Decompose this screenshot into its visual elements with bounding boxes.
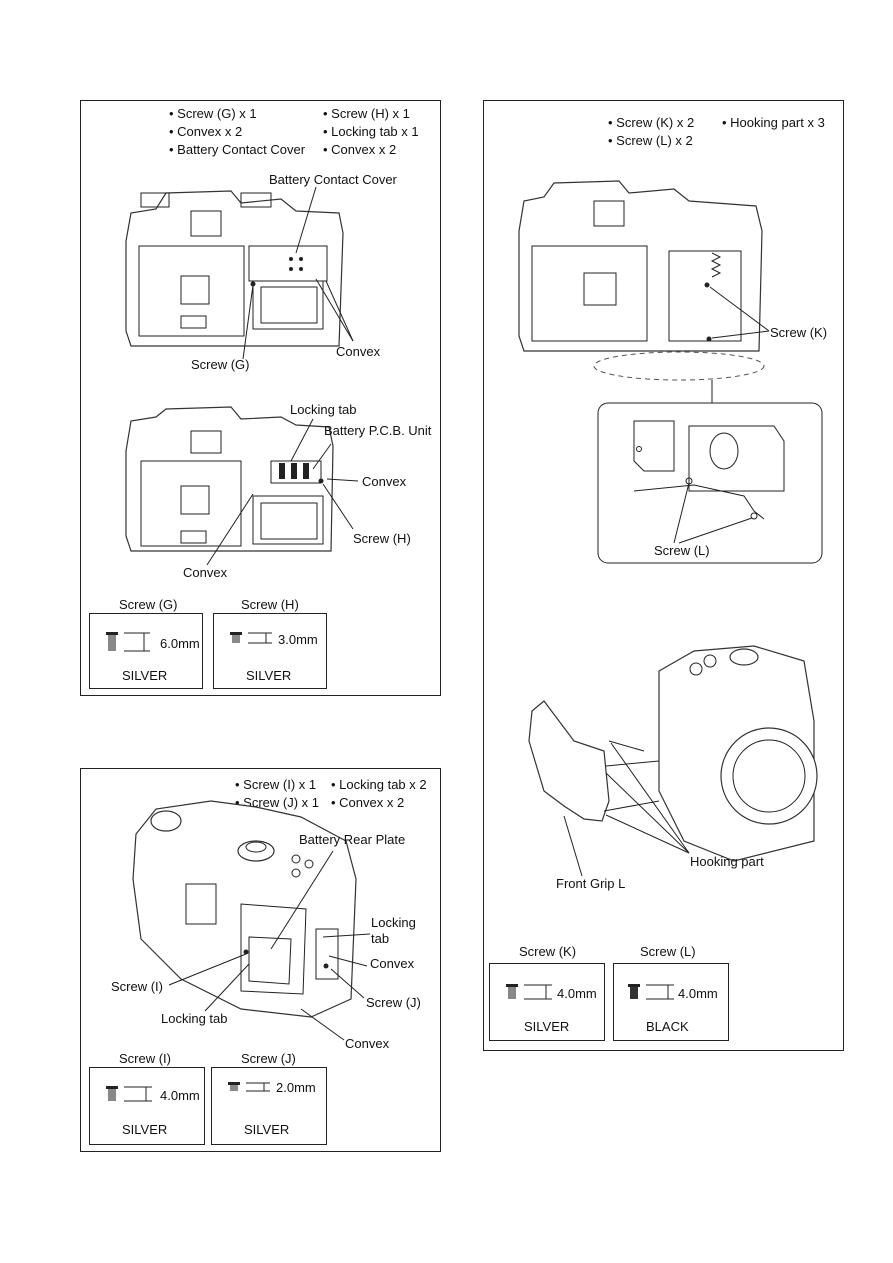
- screw-j-size: 2.0mm: [276, 1080, 316, 1095]
- bullet: • Locking tab x 1: [323, 124, 419, 139]
- bullet: • Screw (J) x 1: [235, 795, 320, 810]
- screw-g-title: Screw (G): [119, 597, 178, 612]
- label-screw-j: Screw (J): [366, 995, 421, 1010]
- screw-k-color: SILVER: [524, 1019, 570, 1034]
- bullet: • Hooking part x 3: [722, 115, 825, 130]
- bullet: • Convex x 2: [331, 795, 405, 810]
- screw-k-spec: 4.0mm SILVER: [489, 963, 605, 1041]
- screw-l-spec: 4.0mm BLACK: [613, 963, 729, 1041]
- screw-l-color: BLACK: [646, 1019, 689, 1034]
- screw-i-color: SILVER: [122, 1122, 168, 1137]
- label-locking-tab-right: Locking: [371, 915, 416, 930]
- bullet: • Screw (K) x 2: [608, 115, 695, 130]
- screw-g-spec: 6.0mm SILVER: [89, 613, 203, 689]
- label-hooking-part: Hooking part: [690, 854, 764, 869]
- label-convex-right: Convex: [370, 956, 415, 971]
- screw-j-title: Screw (J): [241, 1051, 296, 1066]
- screw-j-color: SILVER: [244, 1122, 290, 1137]
- label-screw-i: Screw (I): [111, 979, 163, 994]
- bullet: • Screw (I) x 1: [235, 777, 317, 792]
- bullet: • Convex x 2: [323, 142, 397, 157]
- screw-h-title: Screw (H): [241, 597, 299, 612]
- label-battery-rear-plate: Battery Rear Plate: [299, 832, 406, 847]
- panel-front-grip: • Screw (K) x 2 • Screw (L) x 2 • Hookin…: [483, 100, 844, 1051]
- camera-rear-illustration-top: [125, 186, 354, 360]
- screw-h-spec: 3.0mm SILVER: [213, 613, 327, 689]
- screw-l-title: Screw (L): [640, 944, 696, 959]
- label-convex: Convex: [336, 344, 381, 359]
- camera-rear-illustration-bottom: [125, 406, 359, 566]
- label-convex-bottom: Convex: [345, 1036, 390, 1051]
- screw-icon: [106, 632, 150, 652]
- label-locking-tab: Locking tab: [290, 402, 357, 417]
- screw-icon: [628, 984, 674, 1000]
- bullet: • Convex x 2: [169, 124, 243, 139]
- label-battery-contact-cover: Battery Contact Cover: [269, 172, 397, 187]
- screw-l-size: 4.0mm: [678, 986, 718, 1001]
- bullet: • Screw (G) x 1: [169, 106, 257, 121]
- camera-angled-illustration: [132, 800, 371, 1041]
- label-locking-tab-bottom: Locking tab: [161, 1011, 228, 1026]
- screw-g-color: SILVER: [122, 668, 168, 683]
- panel-battery-contact-cover: • Screw (G) x 1 • Convex x 2 • Battery C…: [80, 100, 441, 696]
- panel-battery-rear-plate: • Screw (I) x 1 • Screw (J) x 1 • Lockin…: [80, 768, 441, 1152]
- bullet: • Screw (L) x 2: [608, 133, 693, 148]
- screw-icon: [106, 1086, 152, 1102]
- bullet: • Battery Contact Cover: [169, 142, 306, 157]
- screw-j-spec: 2.0mm SILVER: [211, 1067, 327, 1145]
- label-battery-pcb-unit: Battery P.C.B. Unit: [324, 423, 432, 438]
- label-screw-g: Screw (G): [191, 357, 250, 372]
- label-screw-h: Screw (H): [353, 531, 411, 546]
- screw-k-title: Screw (K): [519, 944, 577, 959]
- label-screw-l: Screw (L): [654, 543, 710, 558]
- screw-i-spec: 4.0mm SILVER: [89, 1067, 205, 1145]
- bullet: • Screw (H) x 1: [323, 106, 410, 121]
- screw-k-size: 4.0mm: [557, 986, 597, 1001]
- screw-icon: [230, 632, 272, 644]
- label-convex-right: Convex: [362, 474, 407, 489]
- bullet: • Locking tab x 2: [331, 777, 427, 792]
- screw-g-size: 6.0mm: [160, 636, 200, 651]
- label-convex-bottom: Convex: [183, 565, 228, 580]
- screw-h-size: 3.0mm: [278, 632, 318, 647]
- screw-i-size: 4.0mm: [160, 1088, 200, 1103]
- screw-icon: [228, 1082, 270, 1092]
- label-locking-tab-right-2: tab: [371, 931, 390, 946]
- label-front-grip-l: Front Grip L: [556, 876, 626, 891]
- label-screw-k: Screw (K): [770, 325, 828, 340]
- screw-i-title: Screw (I): [119, 1051, 171, 1066]
- screw-icon: [506, 984, 552, 1000]
- screw-h-color: SILVER: [246, 668, 292, 683]
- camera-rear-illustration: [518, 180, 823, 877]
